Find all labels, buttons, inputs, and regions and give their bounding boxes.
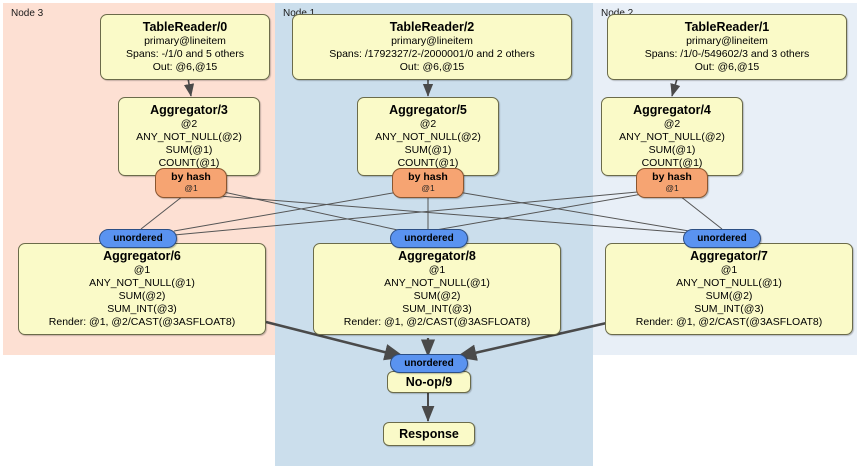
box-tablereader-0[interactable]: TableReader/0 primary@lineitem Spans: -/… [100, 14, 270, 80]
router-by-hash-center[interactable]: by hash @1 [392, 168, 464, 198]
router-label: by hash [408, 171, 448, 183]
stream-label: unordered [404, 358, 454, 369]
box-title: TableReader/2 [389, 20, 475, 34]
router-by-hash-left[interactable]: by hash @1 [155, 168, 227, 198]
box-aggregator-6[interactable]: Aggregator/6 @1 ANY_NOT_NULL(@1) SUM(@2)… [18, 243, 266, 335]
box-title: Aggregator/8 [398, 249, 476, 263]
router-sublabel: @1 [665, 183, 679, 193]
box-line: Spans: /1/0-/549602/3 and 3 others [644, 48, 810, 60]
box-line: ANY_NOT_NULL(@1) [384, 277, 490, 289]
box-line: SUM(@1) [404, 144, 452, 156]
box-line: ANY_NOT_NULL(@1) [89, 277, 195, 289]
box-line: primary@lineitem [391, 35, 473, 47]
box-title: Response [399, 427, 459, 441]
box-line: SUM(@2) [118, 290, 166, 302]
stream-unordered-final[interactable]: unordered [390, 354, 468, 373]
box-aggregator-8[interactable]: Aggregator/8 @1 ANY_NOT_NULL(@1) SUM(@2)… [313, 243, 561, 335]
box-aggregator-4[interactable]: Aggregator/4 @2 ANY_NOT_NULL(@2) SUM(@1)… [601, 97, 743, 176]
box-title: Aggregator/4 [633, 103, 711, 117]
box-line: primary@lineitem [144, 35, 226, 47]
stream-label: unordered [113, 233, 163, 244]
box-line: COUNT(@1) [158, 157, 220, 169]
stream-label: unordered [404, 233, 454, 244]
box-line: Render: @1, @2/CAST(@3ASFLOAT8) [48, 316, 236, 328]
stream-label: unordered [697, 233, 747, 244]
stream-unordered-right[interactable]: unordered [683, 229, 761, 248]
box-line: Out: @6,@15 [399, 61, 465, 73]
box-line: Render: @1, @2/CAST(@3ASFLOAT8) [343, 316, 531, 328]
box-title: Aggregator/7 [690, 249, 768, 263]
box-aggregator-3[interactable]: Aggregator/3 @2 ANY_NOT_NULL(@2) SUM(@1)… [118, 97, 260, 176]
box-line: SUM(@2) [705, 290, 753, 302]
box-line: Spans: -/1/0 and 5 others [126, 48, 244, 60]
box-line: @2 [663, 118, 681, 130]
box-title: No-op/9 [405, 375, 453, 389]
router-label: by hash [652, 171, 692, 183]
box-line: ANY_NOT_NULL(@1) [676, 277, 782, 289]
box-line: Out: @6,@15 [694, 61, 760, 73]
box-line: SUM(@1) [648, 144, 696, 156]
box-aggregator-7[interactable]: Aggregator/7 @1 ANY_NOT_NULL(@1) SUM(@2)… [605, 243, 853, 335]
router-sublabel: @1 [184, 183, 198, 193]
box-line: Spans: /1792327/2-/2000001/0 and 2 other… [329, 48, 535, 60]
stream-unordered-left[interactable]: unordered [99, 229, 177, 248]
box-line: SUM(@1) [165, 144, 213, 156]
box-line: ANY_NOT_NULL(@2) [375, 131, 481, 143]
box-line: Render: @1, @2/CAST(@3ASFLOAT8) [635, 316, 823, 328]
box-response[interactable]: Response [383, 422, 475, 446]
box-line: primary@lineitem [686, 35, 768, 47]
box-title: Aggregator/5 [389, 103, 467, 117]
box-line: ANY_NOT_NULL(@2) [136, 131, 242, 143]
panel-node-2-label: Node 2 [601, 8, 633, 19]
box-noop-9[interactable]: No-op/9 [387, 371, 471, 393]
box-line: @1 [133, 264, 151, 276]
box-line: @2 [180, 118, 198, 130]
router-by-hash-right[interactable]: by hash @1 [636, 168, 708, 198]
box-tablereader-2[interactable]: TableReader/2 primary@lineitem Spans: /1… [292, 14, 572, 80]
box-line: Out: @6,@15 [152, 61, 218, 73]
box-aggregator-5[interactable]: Aggregator/5 @2 ANY_NOT_NULL(@2) SUM(@1)… [357, 97, 499, 176]
box-line: COUNT(@1) [397, 157, 459, 169]
box-title: TableReader/1 [684, 20, 770, 34]
box-line: SUM_INT(@3) [402, 303, 472, 315]
box-line: COUNT(@1) [641, 157, 703, 169]
router-label: by hash [171, 171, 211, 183]
router-sublabel: @1 [421, 183, 435, 193]
box-line: @1 [428, 264, 446, 276]
box-line: SUM(@2) [413, 290, 461, 302]
panel-node-3-label: Node 3 [11, 8, 44, 19]
box-line: SUM_INT(@3) [694, 303, 764, 315]
panel-node-1-label: Node 1 [283, 8, 315, 19]
box-tablereader-1[interactable]: TableReader/1 primary@lineitem Spans: /1… [607, 14, 847, 80]
box-title: TableReader/0 [142, 20, 228, 34]
box-line: ANY_NOT_NULL(@2) [619, 131, 725, 143]
box-line: @2 [419, 118, 437, 130]
box-title: Aggregator/6 [103, 249, 181, 263]
box-line: @1 [720, 264, 738, 276]
box-line: SUM_INT(@3) [107, 303, 177, 315]
box-title: Aggregator/3 [150, 103, 228, 117]
stream-unordered-center[interactable]: unordered [390, 229, 468, 248]
